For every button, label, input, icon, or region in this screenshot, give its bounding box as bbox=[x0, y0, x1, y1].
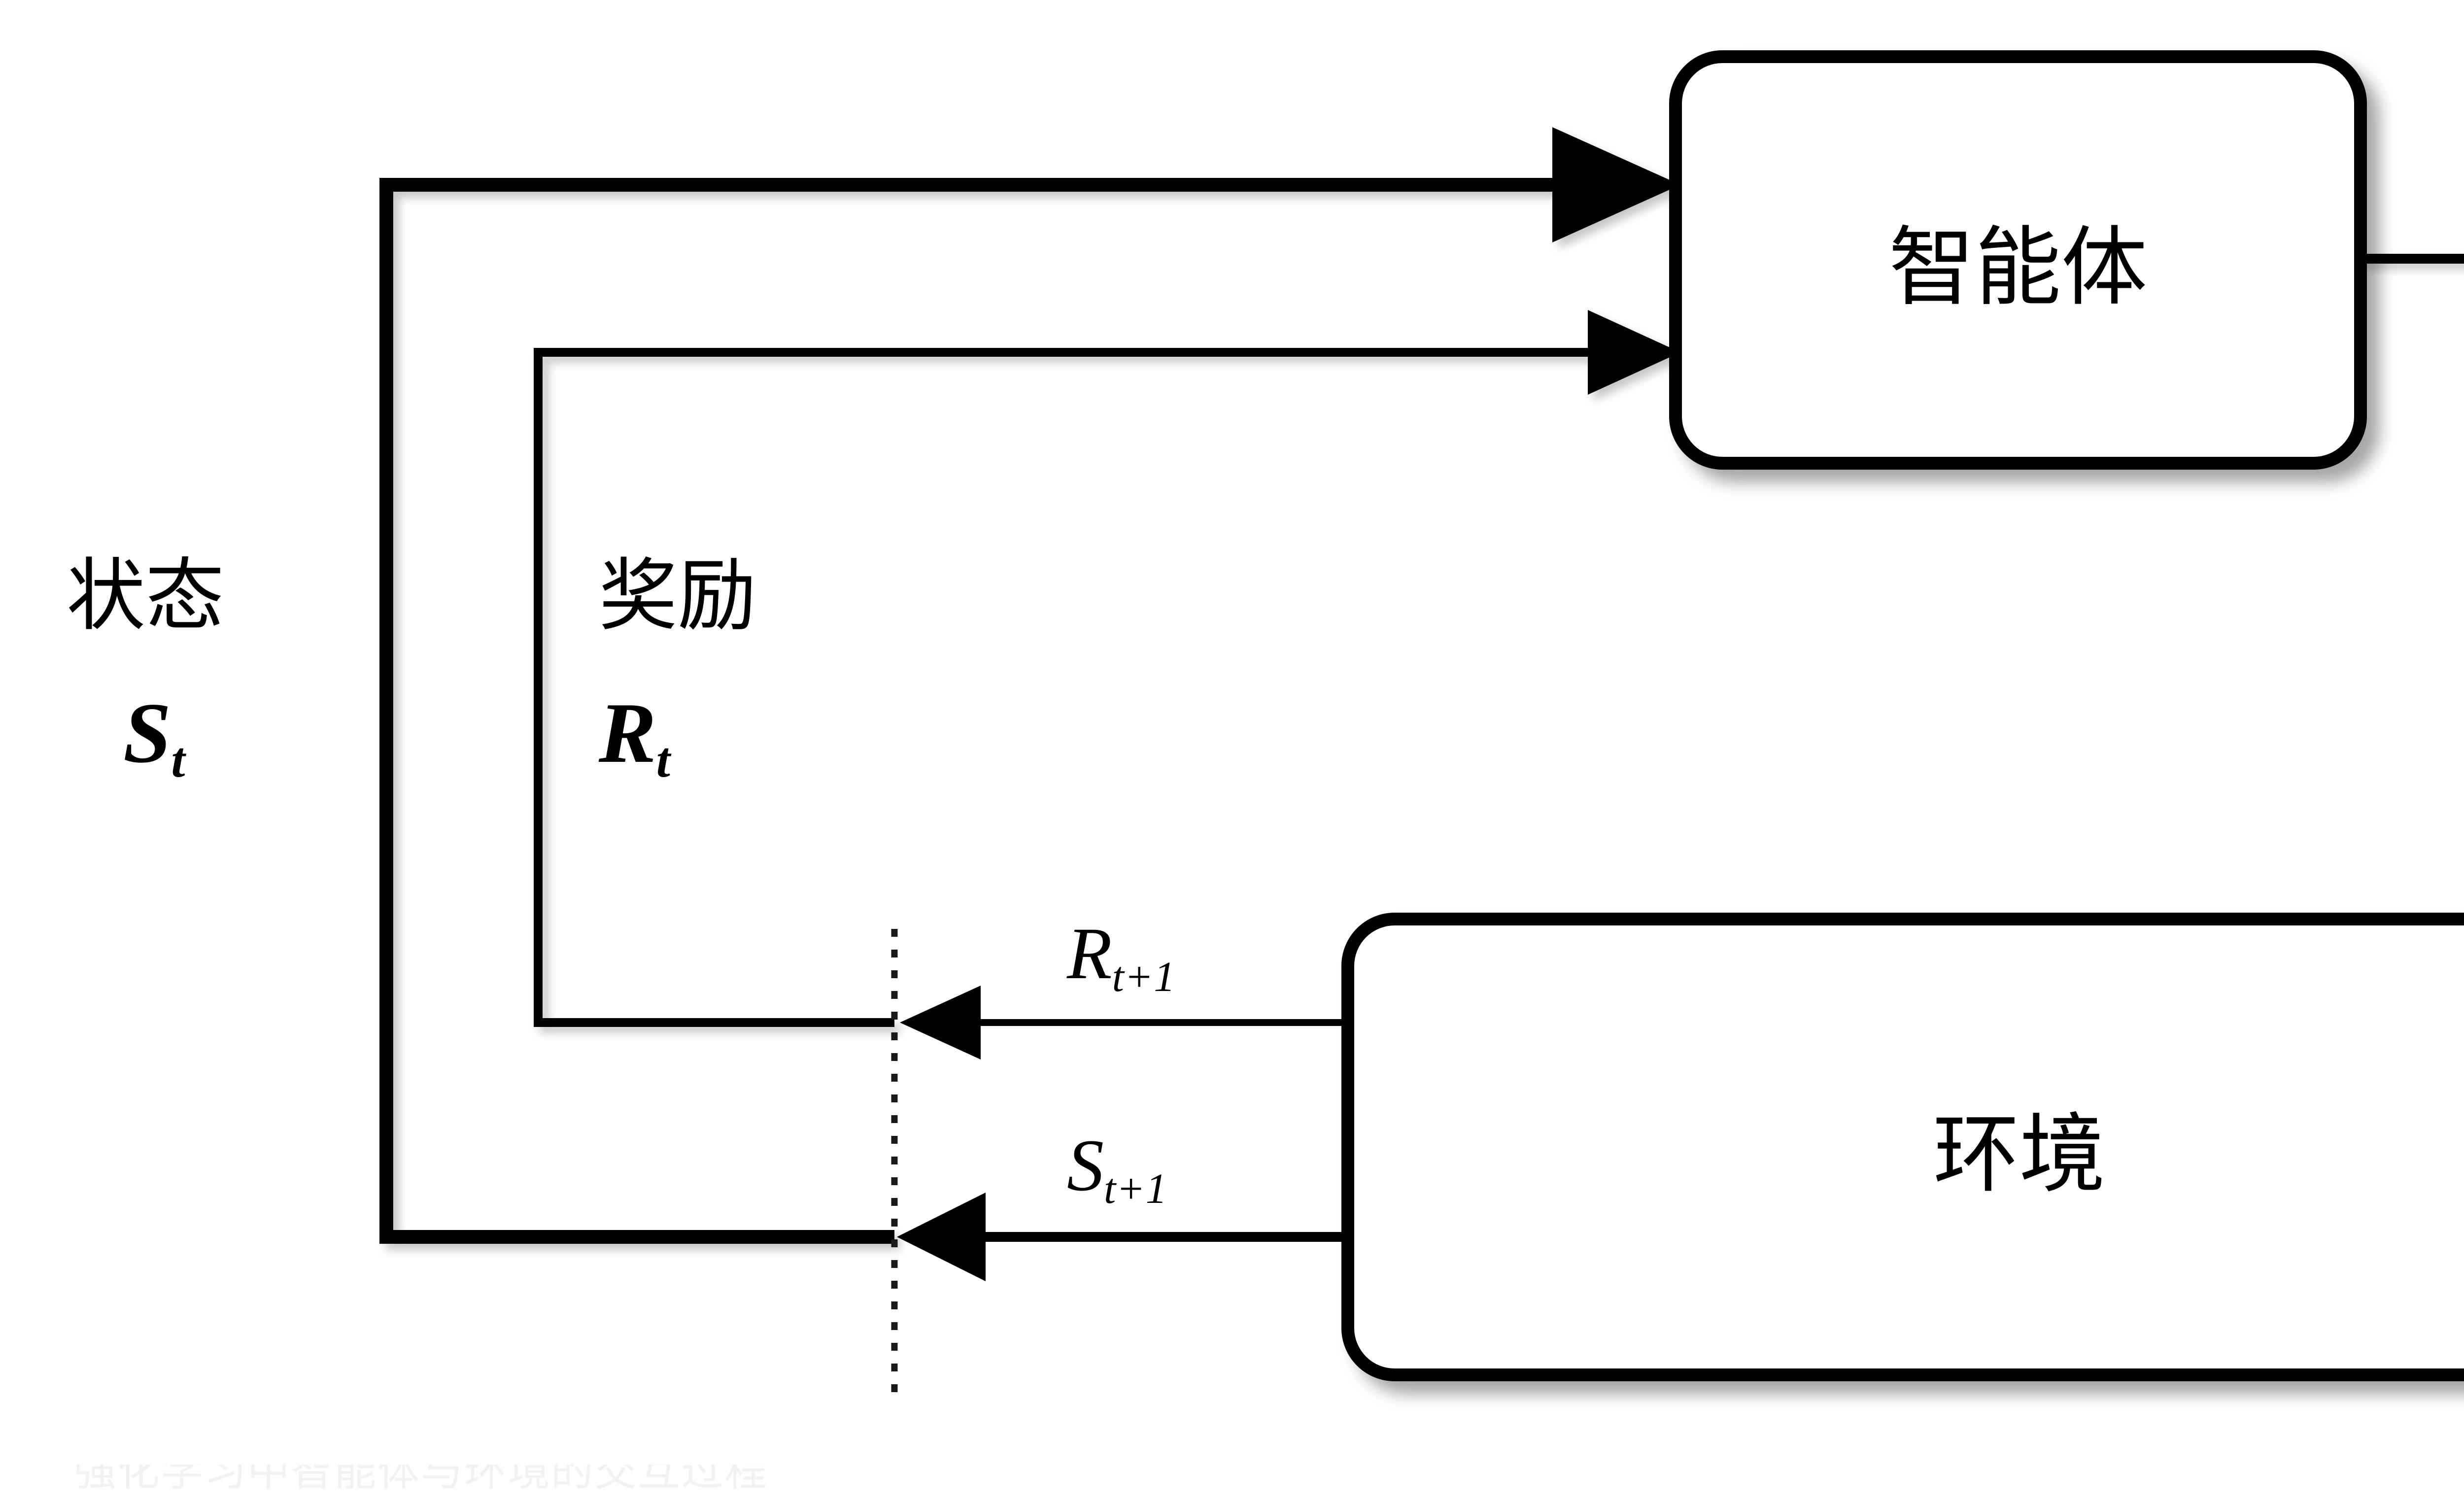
state-symbol-base: S bbox=[123, 685, 171, 781]
edge-state-path bbox=[379, 127, 1680, 1244]
state-symbol: St bbox=[123, 690, 186, 786]
edge-next-state bbox=[897, 1193, 1348, 1281]
reward-symbol-base: R bbox=[599, 685, 656, 781]
edge-next-reward bbox=[900, 986, 1348, 1059]
next-state-symbol-base: S bbox=[1067, 1125, 1104, 1206]
next-reward-arrowhead-icon bbox=[900, 986, 981, 1059]
environment-box[interactable] bbox=[1341, 913, 2464, 1381]
agent-box[interactable] bbox=[1669, 50, 2367, 470]
reward-label-cjk: 奖励 bbox=[599, 552, 757, 640]
reward-arrowhead-icon bbox=[1588, 310, 1680, 395]
next-state-arrowhead-icon bbox=[897, 1193, 986, 1281]
environment-box-label: 环境 bbox=[1933, 1107, 2106, 1203]
next-reward-symbol-base: R bbox=[1067, 913, 1112, 994]
next-state-symbol: St+1 bbox=[1067, 1128, 1167, 1210]
next-state-symbol-subscript: t+1 bbox=[1104, 1164, 1167, 1213]
next-reward-symbol-subscript: t+1 bbox=[1112, 953, 1176, 1001]
state-arrowhead-icon bbox=[1552, 127, 1680, 242]
state-label-cjk: 状态 bbox=[67, 552, 225, 640]
figure-caption: 强化学习中智能体与环境的交互过程 bbox=[74, 1465, 768, 1495]
figure-caption-clip: 强化学习中智能体与环境的交互过程 bbox=[74, 1465, 1651, 1503]
reward-symbol: Rt bbox=[599, 690, 671, 786]
next-reward-symbol: Rt+1 bbox=[1067, 917, 1176, 998]
reward-symbol-subscript: t bbox=[656, 732, 671, 788]
edge-reward-path bbox=[534, 310, 1680, 1027]
agent-box-label: 智能体 bbox=[1888, 220, 2148, 316]
state-symbol-subscript: t bbox=[171, 732, 186, 788]
